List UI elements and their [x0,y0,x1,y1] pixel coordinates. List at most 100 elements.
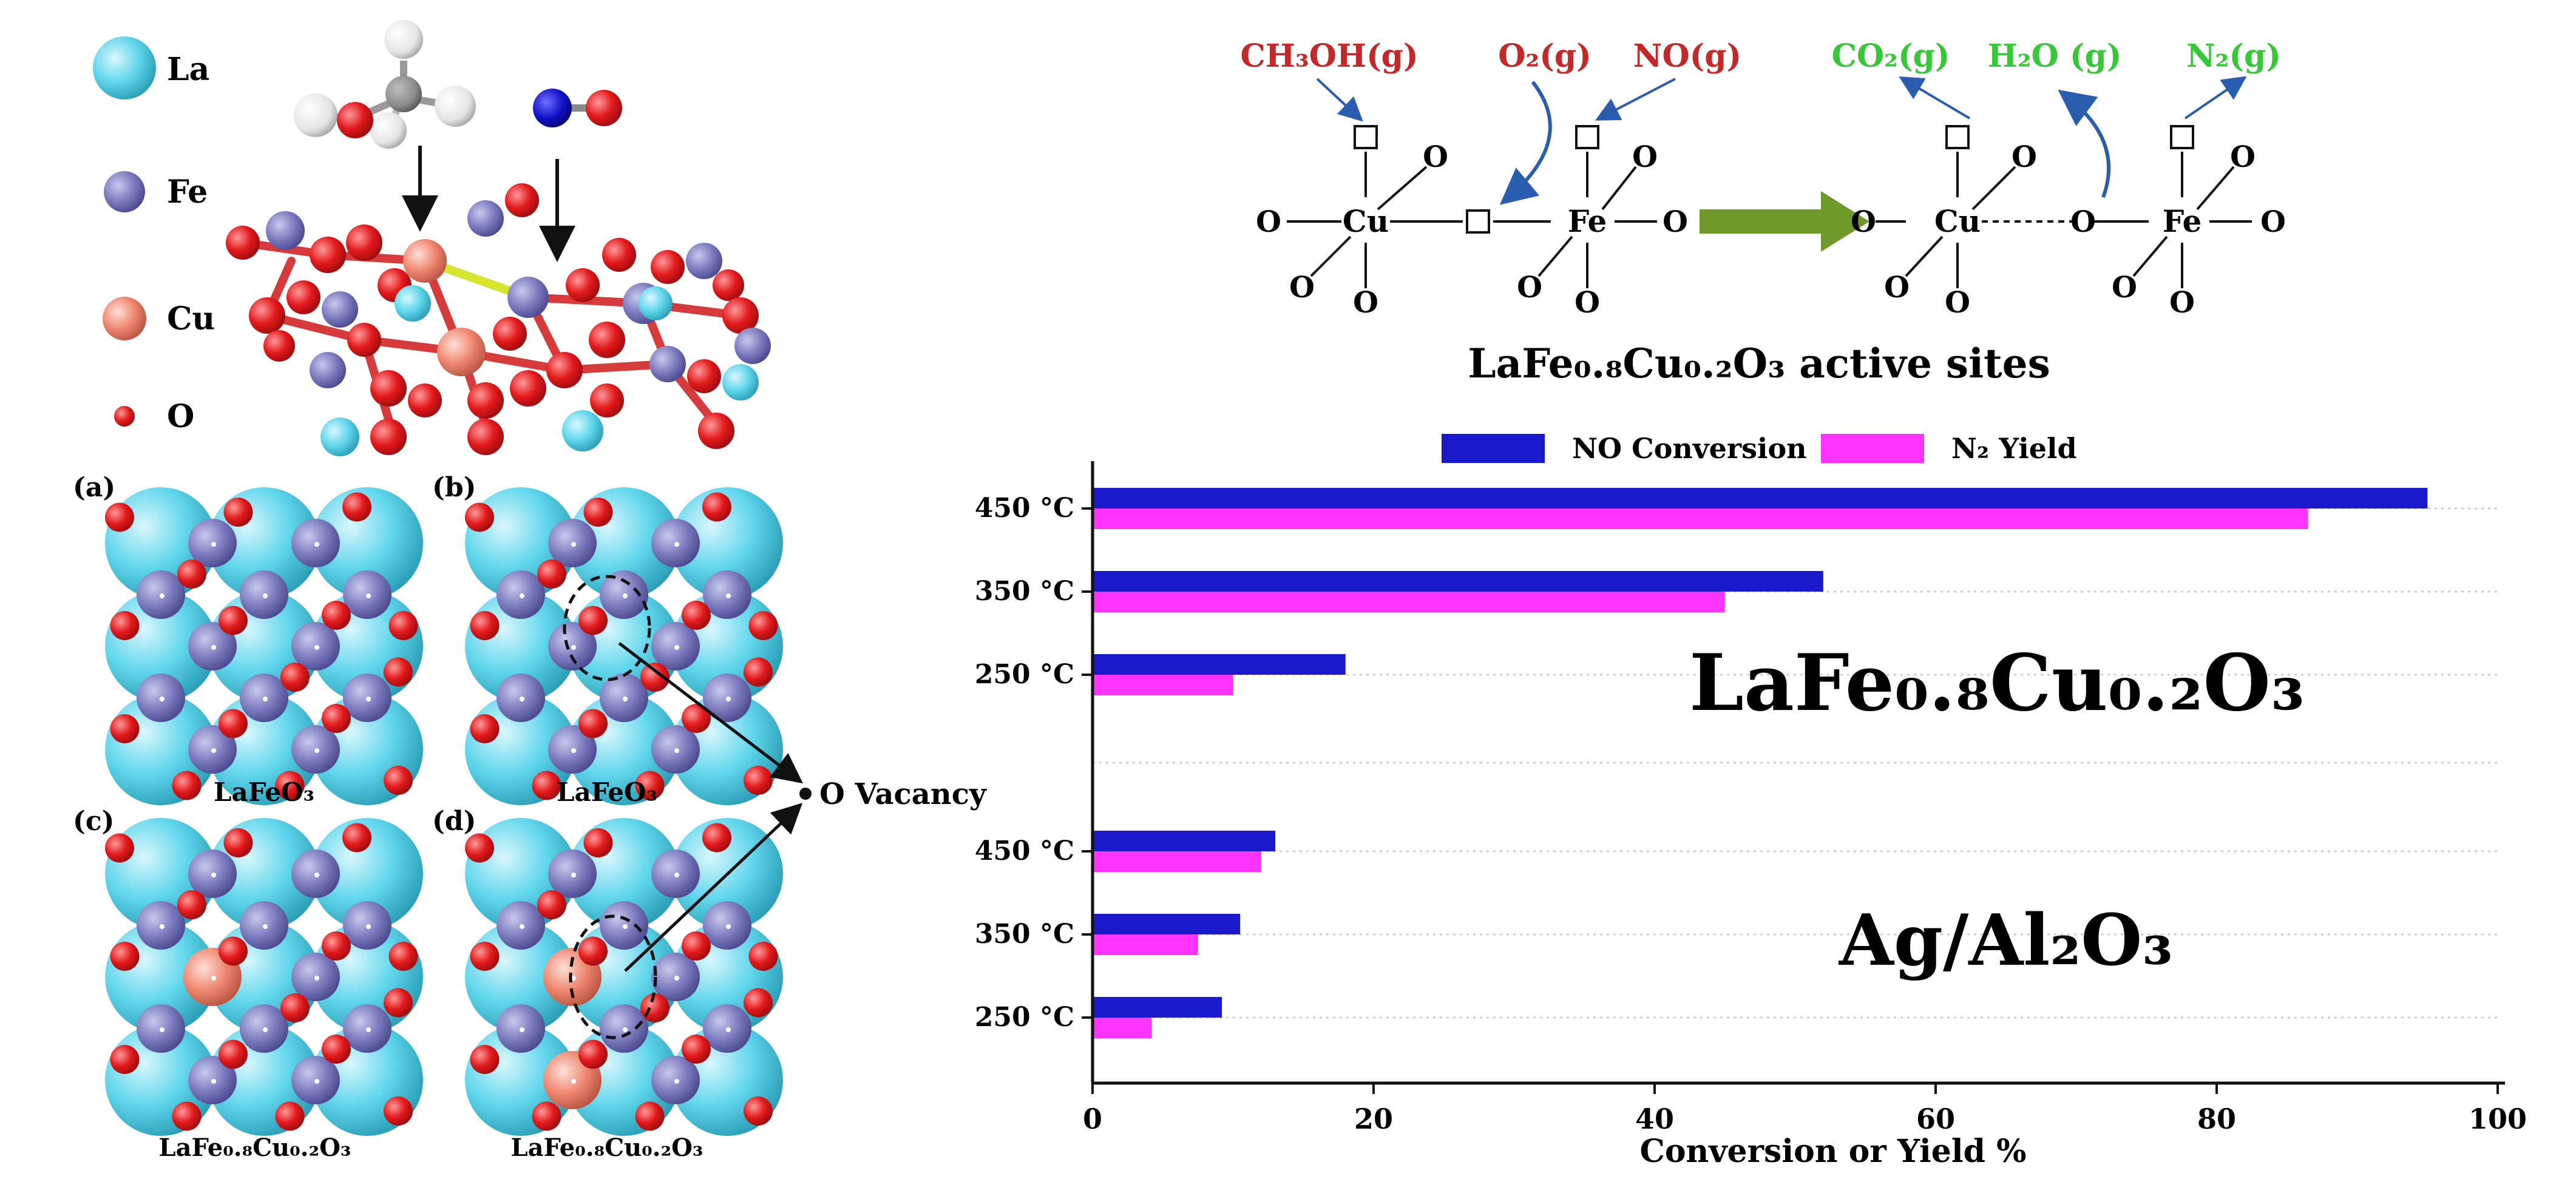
o-atom [280,993,310,1022]
atom-highlight [211,1079,216,1084]
panel-caption-b: LaFeO₃ [557,777,657,807]
o-atom [578,936,608,966]
o-atom [578,606,608,635]
o-atom [744,766,773,795]
atom-highlight [263,697,268,701]
vacancy-square [1945,125,1970,149]
atom-highlight [674,976,679,981]
legend-label-o: O [167,398,194,435]
atom-highlight [623,1027,628,1032]
product-co2: CO₂(g) [1831,38,1950,75]
o-atom [744,988,773,1018]
atom-highlight [211,748,216,753]
site-o: O [1423,140,1448,174]
atom-highlight [571,1079,576,1084]
site-fe-right: Fe [2163,203,2202,239]
o-atom [583,498,613,527]
panel-tag-d: (d) [432,806,476,837]
atom-highlight [726,1027,731,1032]
o-atom [342,492,371,522]
atom-highlight [160,924,164,929]
o-atom [682,601,711,630]
o-atom [748,942,778,971]
legend-swatch-n2-yield [1821,434,1924,463]
chart-axes [1091,461,2505,1085]
atom-highlight [623,697,628,701]
no-conversion-bar [1093,488,2428,508]
atom-highlight [674,748,679,753]
active-sites-title: LaFe₀.₈Cu₀.₂O₃ active sites [1468,340,2050,387]
site-cu-left: Cu [1343,203,1389,239]
x-tick-label: 100 [2469,1103,2527,1135]
n2-yield-bar [1093,592,1725,612]
vacancy-square [1575,125,1599,149]
site-o: O [1289,271,1315,305]
site-o: O [1851,205,1876,239]
vacancy-dot [799,788,812,800]
atom-highlight [263,924,268,929]
n2-yield-bar [1093,508,2308,529]
no-conversion-bar [1093,997,1222,1018]
o-atom [223,498,253,527]
o-atom [110,714,140,743]
atom-highlight [726,593,731,598]
no-molecule [533,89,622,127]
o-atom [470,611,500,640]
no-conversion-bar [1093,654,1346,675]
surface-panel-b [465,487,783,805]
o-atom [578,709,608,738]
methanol-molecule [294,20,476,149]
o-atom [384,657,413,687]
x-tick-label: 40 [1635,1103,1674,1135]
atom-highlight [366,593,371,598]
o-atom [322,1035,351,1064]
site-o: O [1256,205,1281,239]
o-atom [177,559,206,589]
atom-highlight [366,1027,371,1032]
site-o: O [1884,271,1910,305]
atom-highlight [520,697,524,701]
o-atom [702,492,731,522]
chart-bars [1093,488,2428,1038]
site-o: O [2230,140,2256,174]
site-o: O [2260,205,2286,239]
atom-highlight [314,748,319,753]
site-o: O [1632,140,1658,174]
atom-highlight [571,873,576,877]
o-atom [223,828,253,857]
site-o: O [1574,286,1600,320]
atom-highlight [314,542,319,547]
la-atom [311,818,423,930]
la-atom [311,487,423,599]
o-atom [275,771,305,800]
o-atom [470,714,500,743]
product-h2o: H₂O (g) [1988,38,2122,75]
o-atom [322,931,351,961]
o-atom [748,611,778,640]
o-atom [682,931,711,961]
atom-highlight [571,645,576,650]
legend-swatch-no-conversion [1442,434,1545,463]
atom-highlight [520,593,524,598]
o-legend-icon [114,406,135,427]
site-o: O [2112,271,2137,305]
o-atom [280,663,310,692]
atom-highlight [160,1027,164,1032]
reactant-oxygen: O₂(g) [1498,38,1591,75]
cu-legend-icon [103,297,146,340]
o-atom [635,771,665,800]
o-atom [219,1039,248,1069]
o-atom [465,502,494,532]
atom-highlight [211,645,216,650]
o-atom [322,601,351,630]
atom-highlight [314,976,319,981]
o-atom [384,766,413,795]
reaction-arrow [1700,191,1869,252]
o-atom [219,606,248,635]
o-atom [105,833,134,863]
n2-yield-bar [1093,1018,1152,1038]
legend-label-n2-yield: N₂ Yield [1951,432,2077,465]
legend-label-no-conversion: NO Conversion [1572,432,1807,465]
x-tick-label: 80 [2197,1103,2236,1135]
